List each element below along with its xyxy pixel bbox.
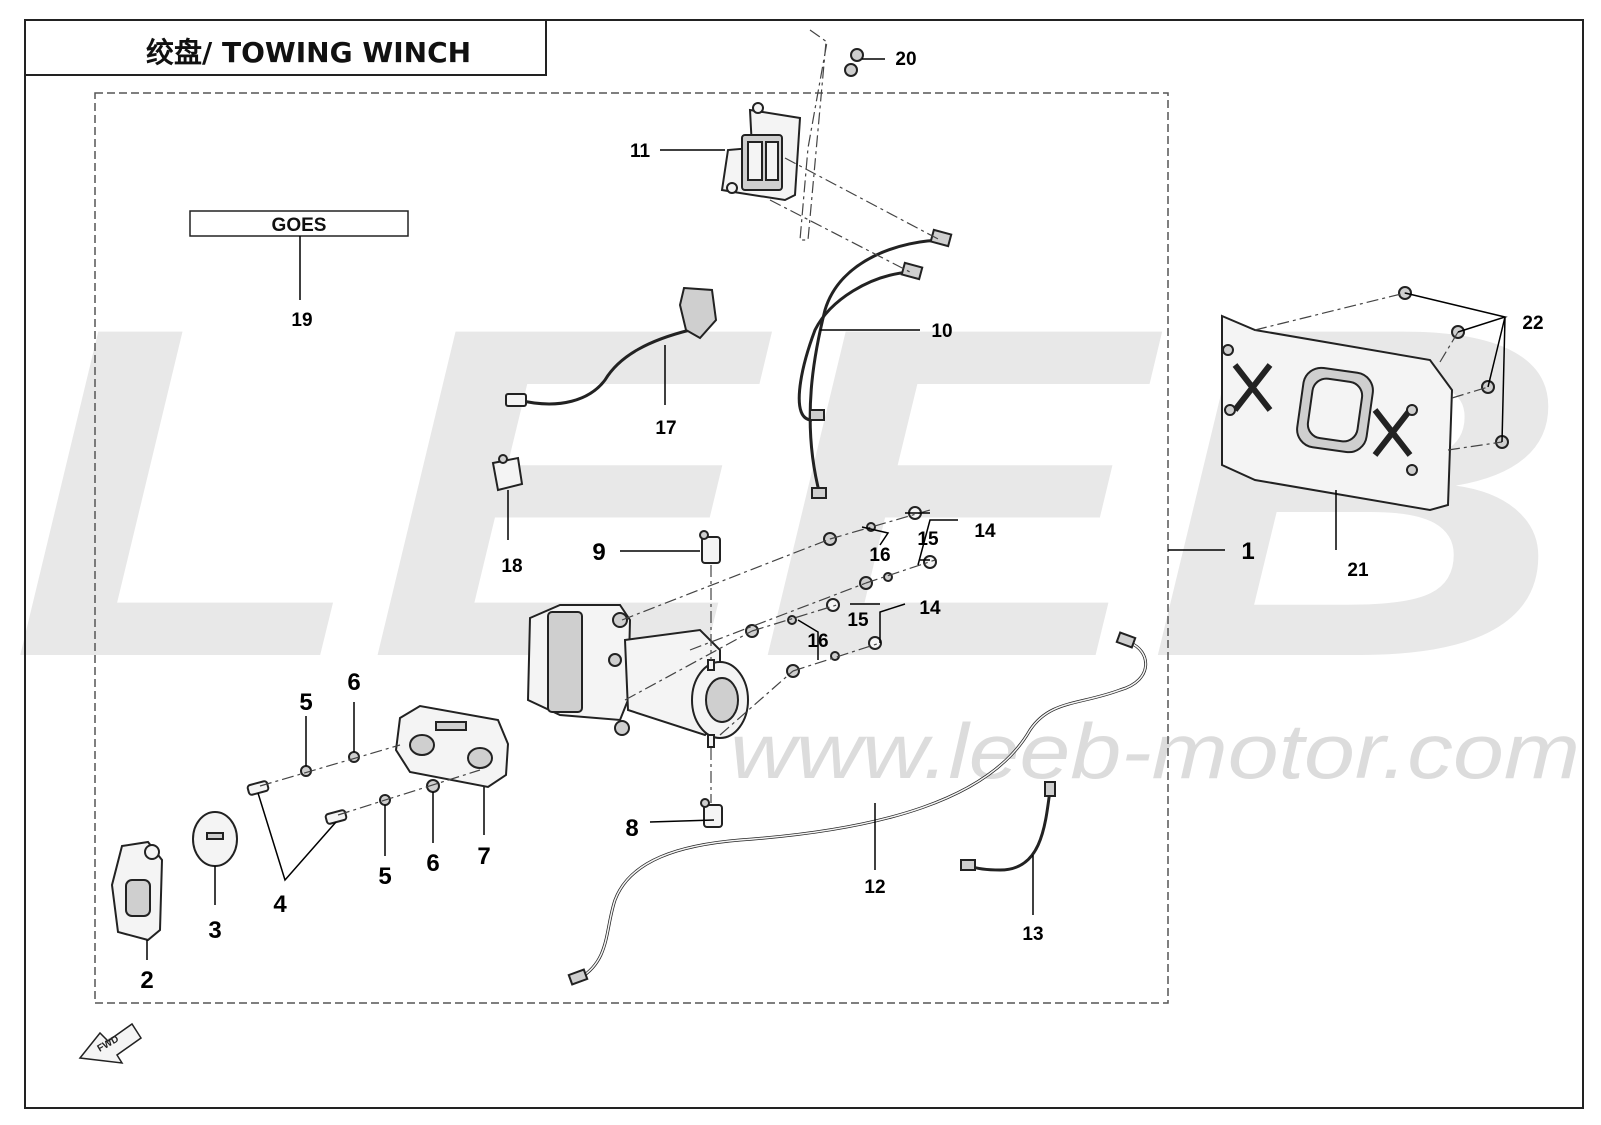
callout-7: 7 xyxy=(477,843,490,870)
callout-1: 1 xyxy=(1241,538,1254,565)
callout-17: 17 xyxy=(655,418,676,439)
callout-19: 19 xyxy=(291,310,312,331)
callout-14-upper: 14 xyxy=(974,521,996,542)
part-3-cap xyxy=(192,811,238,867)
callout-13: 13 xyxy=(1022,924,1043,945)
callout-11: 11 xyxy=(630,141,651,162)
part-8-terminal-cap xyxy=(700,798,723,828)
part-7-fairlead xyxy=(394,704,510,789)
callout-16-upper: 16 xyxy=(869,545,890,566)
part-18-switch xyxy=(491,454,524,492)
callout-15-lower: 15 xyxy=(847,610,869,631)
callout-15-upper: 15 xyxy=(917,529,939,550)
part-winch-motor xyxy=(526,604,749,748)
callout-5-lower: 5 xyxy=(378,863,391,890)
callout-4: 4 xyxy=(273,891,287,918)
callout-5-upper: 5 xyxy=(299,689,312,716)
fwd-arrow-icon: FWD xyxy=(78,1022,143,1064)
callout-6-upper: 6 xyxy=(347,669,360,696)
callout-12: 12 xyxy=(864,877,885,898)
callout-6-lower: 6 xyxy=(426,850,439,877)
part-11-control-box xyxy=(720,102,802,202)
diagram-title: 绞盘/ TOWING WINCH xyxy=(146,36,471,69)
goes-text: GOES xyxy=(272,215,327,236)
callout-9: 9 xyxy=(592,539,605,566)
part-17-cable xyxy=(505,286,718,407)
part-12-long-cable xyxy=(567,631,1148,986)
callout-10: 10 xyxy=(931,321,952,342)
callout-16-lower: 16 xyxy=(807,631,828,652)
leader-lines xyxy=(146,58,1508,960)
part-2-hook xyxy=(110,840,164,942)
part-21-mounting-plate xyxy=(1221,314,1454,512)
part-4-bolts xyxy=(246,780,348,825)
part-13-short-cable xyxy=(960,781,1056,872)
title-box: 绞盘/ TOWING WINCH xyxy=(25,20,547,76)
assembly-boundary xyxy=(94,92,1169,1004)
callout-3: 3 xyxy=(208,917,221,944)
callout-18: 18 xyxy=(501,556,522,577)
callout-22: 22 xyxy=(1522,313,1543,334)
watermark: LEEB www.leeb-motor.com xyxy=(10,230,1580,795)
callout-20: 20 xyxy=(895,49,916,70)
part-10-wire-harness xyxy=(797,228,953,499)
explode-lines xyxy=(259,29,1503,816)
outer-frame xyxy=(24,19,1584,1109)
callout-8: 8 xyxy=(625,815,638,842)
part-9-terminal-cap xyxy=(699,530,721,564)
callout-2: 2 xyxy=(140,967,153,994)
goes-label-box: GOES xyxy=(189,210,409,237)
callout-14-lower: 14 xyxy=(919,598,941,619)
part-20-screws xyxy=(844,48,864,77)
callout-labels: 1 2 3 4 5 5 6 6 7 8 9 10 11 12 13 14 14 … xyxy=(140,49,1543,994)
watermark-url: www.leeb-motor.com xyxy=(730,707,1580,795)
callout-21: 21 xyxy=(1347,560,1369,581)
